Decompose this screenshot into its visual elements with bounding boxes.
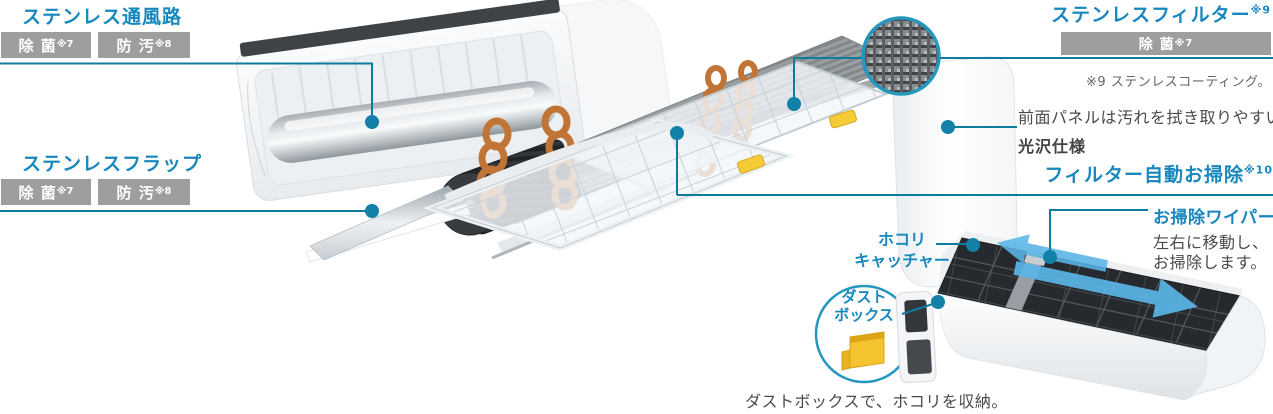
dust-box-label: ダスト ボックス xyxy=(814,288,914,324)
auto-clean-title-text: フィルター自動お掃除 xyxy=(1044,164,1244,186)
cleaning-unit xyxy=(937,231,1266,401)
front-panel-caption: 前面パネルは汚れを拭き取りやすい xyxy=(1018,108,1273,127)
badge-text: 防 汚 xyxy=(116,184,155,202)
flap-badge-sterilize: 除 菌※7 xyxy=(1,179,91,205)
badge-text: 除 菌 xyxy=(18,184,57,202)
dust-catcher-line2: キャッチャー xyxy=(854,250,950,270)
wiper-desc-line2: お掃除します。 xyxy=(1153,253,1267,272)
dot-filter xyxy=(787,97,801,111)
filter-panel-lower xyxy=(422,118,796,252)
badge-sup: ※8 xyxy=(154,39,172,50)
leader-filter xyxy=(793,57,1273,98)
front-panel-block: 前面パネルは汚れを拭き取りやすい 光沢仕様 xyxy=(1018,104,1273,157)
dust-catcher-line1: ホコリ xyxy=(877,230,926,249)
filter-mesh-magnifier xyxy=(861,16,941,96)
cleaning-unit-end-cap xyxy=(1185,295,1266,398)
filter-title: ステンレスフィルター※9 xyxy=(1051,0,1271,27)
dot-wiper xyxy=(1043,250,1057,264)
dust-box-line2: ボックス xyxy=(834,306,894,324)
leader-dots xyxy=(365,97,1057,309)
filter-tab xyxy=(829,109,857,129)
badge-text: 除 菌 xyxy=(1138,37,1175,53)
flap-title: ステンレスフラップ xyxy=(22,153,203,175)
leader-wiper xyxy=(1049,209,1148,251)
dot-front-panel xyxy=(941,120,955,134)
badge-text: 防 汚 xyxy=(116,37,155,55)
leader-airpath xyxy=(0,62,373,115)
gloss-finish-label: 光沢仕様 xyxy=(1018,137,1087,156)
dust-box-line1: ダスト xyxy=(841,288,887,306)
flap-badges: 除 菌※7 防 汚※8 xyxy=(1,179,190,205)
dot-auto-clean xyxy=(670,126,684,140)
filter-title-sup: ※9 xyxy=(1250,3,1271,17)
badge-text: 除 菌 xyxy=(18,37,57,55)
badge-sup: ※8 xyxy=(154,186,172,197)
filter-block: ステンレスフィルター※9 除 菌※7 ※9 ステンレスコーティング。 xyxy=(1051,0,1271,90)
dot-airpath xyxy=(365,115,379,129)
filter-tab xyxy=(737,154,765,174)
leader-dust-box xyxy=(901,303,934,315)
dust-box-caption: ダストボックスで、ホコリを収納。 xyxy=(745,392,1008,411)
wiper-arrow-right xyxy=(1013,261,1198,318)
auto-clean-title-sup: ※10 xyxy=(1243,163,1273,177)
auto-clean-title: フィルター自動お掃除※10 xyxy=(1044,160,1273,187)
badge-sup: ※7 xyxy=(1174,38,1194,49)
wiper-desc-line1: 左右に移動し、 xyxy=(1153,233,1269,252)
stainless-flap xyxy=(305,185,471,263)
filter-title-text: ステンレスフィルター xyxy=(1051,4,1251,26)
airpath-badge-sterilize: 除 菌※7 xyxy=(1,32,91,58)
dust-box-magnifier xyxy=(814,284,914,384)
wiper-block: お掃除ワイパー 左右に移動し、 お掃除します。 xyxy=(1153,203,1273,273)
dot-dust-box xyxy=(931,295,945,309)
badge-sup: ※7 xyxy=(56,39,74,50)
leader-lines xyxy=(0,57,1273,315)
airpath-badges: 除 菌※7 防 汚※8 xyxy=(1,32,190,58)
wiper-title: お掃除ワイパー xyxy=(1153,208,1273,228)
filter-badge-sterilize: 除 菌※7 xyxy=(1061,32,1271,55)
airpath-title: ステンレス通風路 xyxy=(22,6,183,28)
dot-flap xyxy=(365,204,379,218)
dot-dust-catcher xyxy=(966,238,980,252)
airpath-badge-antifouling: 防 汚※8 xyxy=(98,32,190,58)
flap-badge-antifouling: 防 汚※8 xyxy=(98,179,190,205)
leader-auto-clean xyxy=(676,139,1273,196)
filter-note: ※9 ステンレスコーティング。 xyxy=(1086,75,1271,90)
dust-box-icon xyxy=(841,331,885,371)
dust-catcher-label: ホコリ キャッチャー xyxy=(836,230,968,272)
badge-sup: ※7 xyxy=(56,186,74,197)
